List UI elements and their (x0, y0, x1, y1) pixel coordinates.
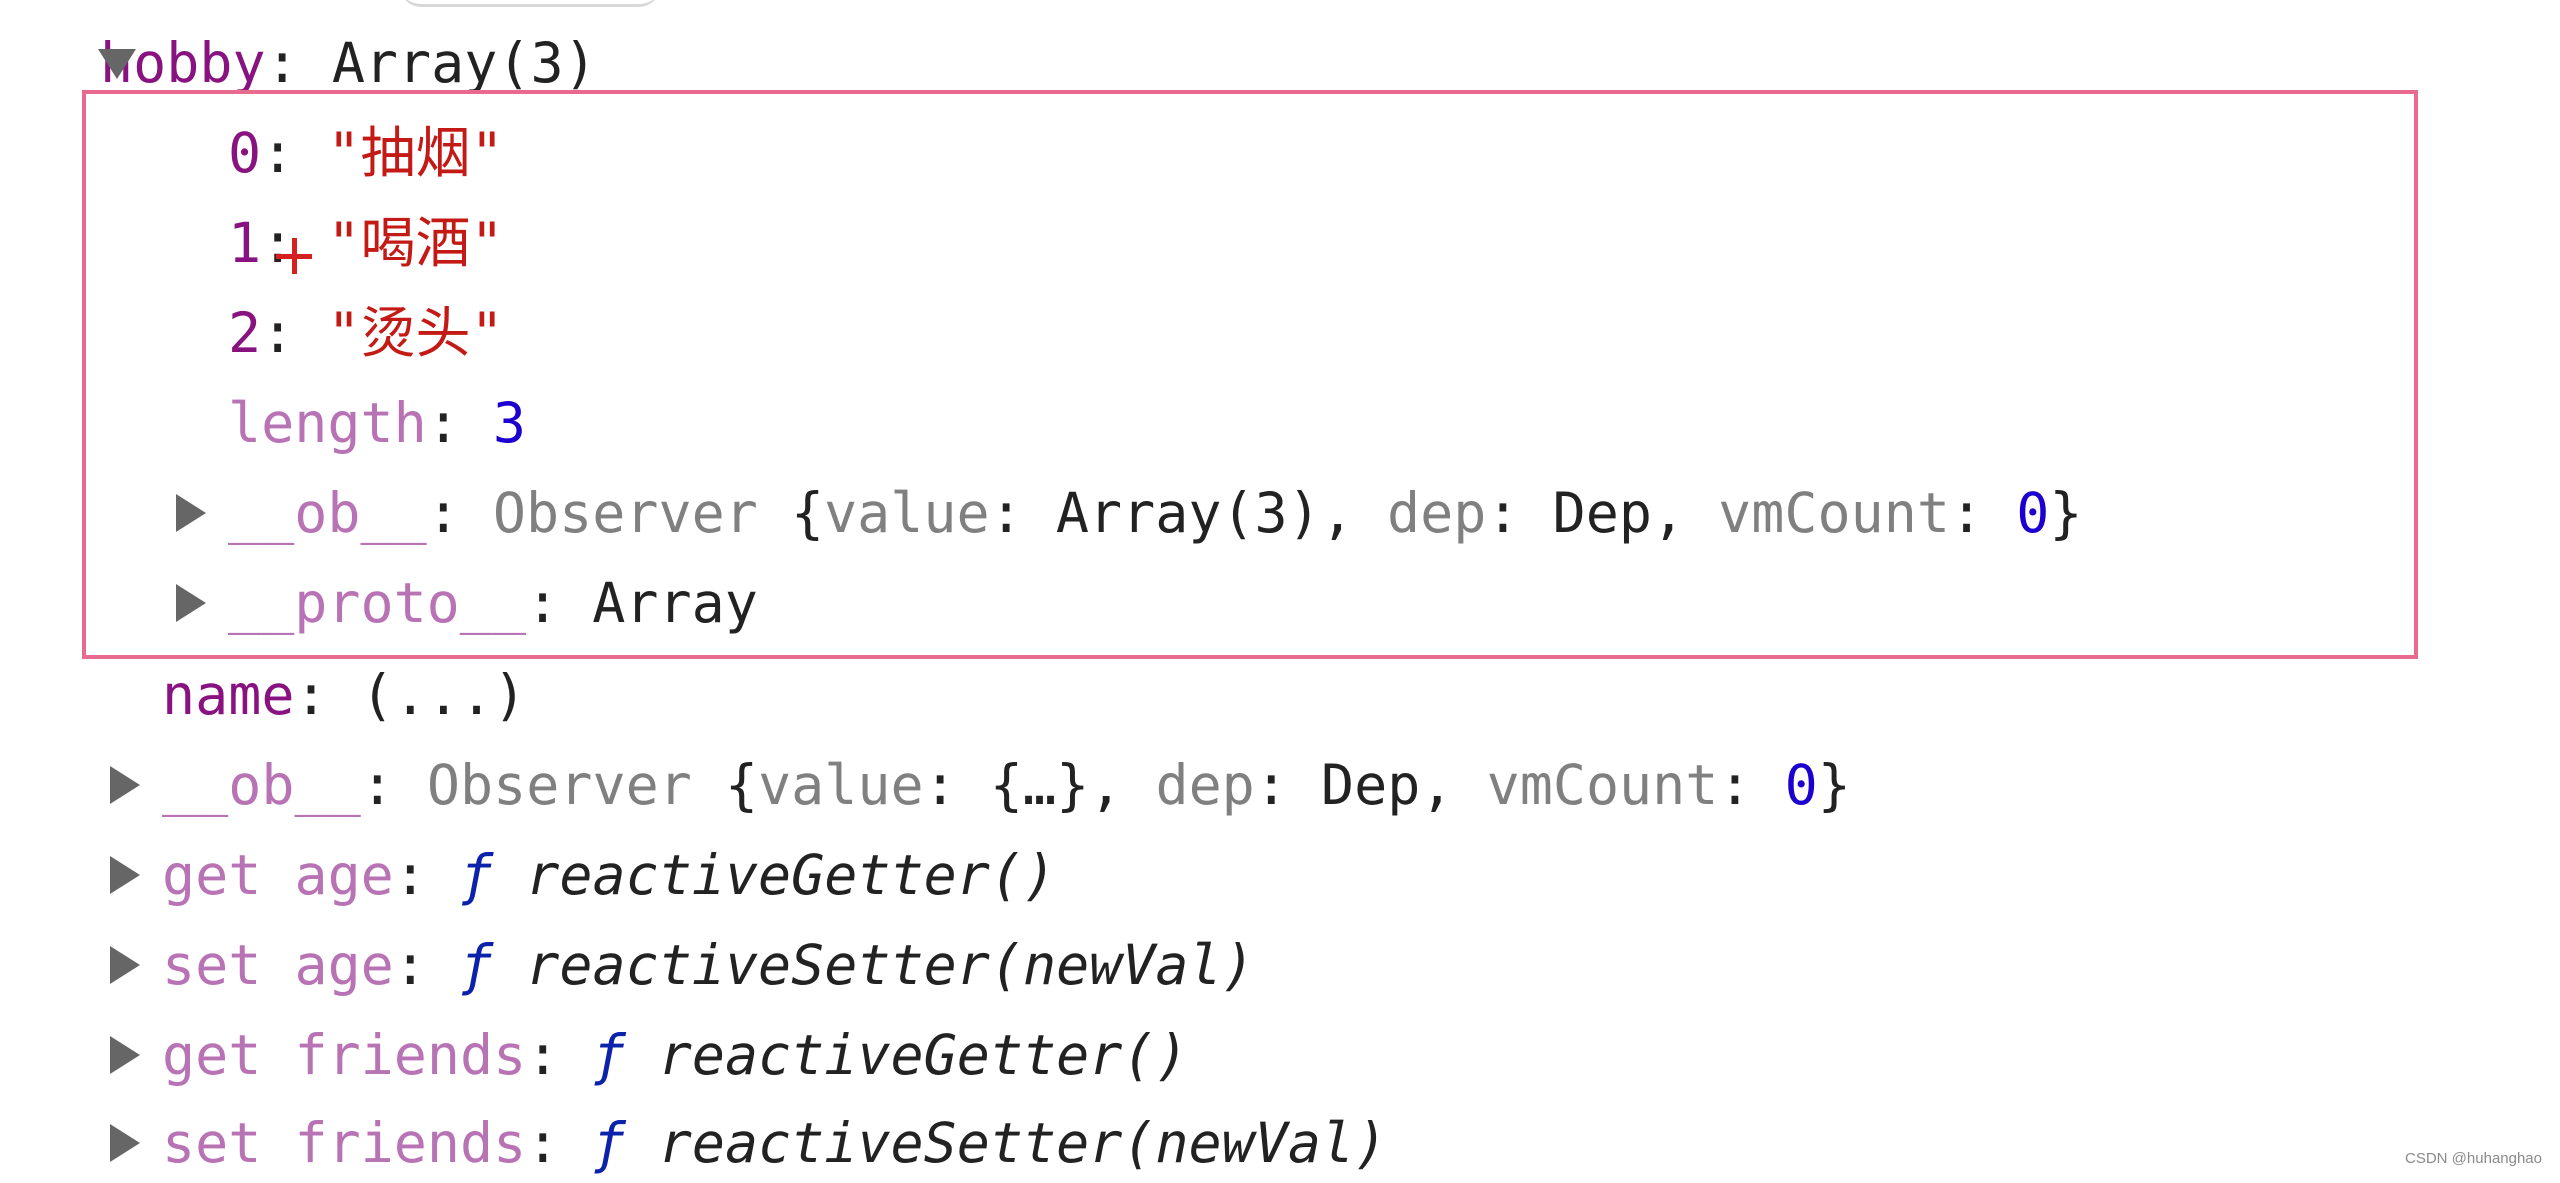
tree-node-setter[interactable]: set friends: ƒ reactiveSetter(newVal) (110, 1098, 1388, 1183)
collapsed-triangle-icon[interactable] (110, 856, 140, 894)
property-key: get age (162, 843, 394, 907)
property-key: name (162, 663, 295, 727)
function-icon: ƒ (592, 1023, 626, 1087)
property-value: Array (592, 571, 758, 635)
lazy-value[interactable]: (...) (360, 663, 527, 727)
tree-node-name[interactable]: name: (...) (162, 663, 527, 727)
property-key: set friends (162, 1111, 527, 1175)
property-key: __ob__ (162, 753, 361, 817)
string-value: "抽烟" (327, 121, 504, 185)
collapsed-triangle-icon[interactable] (110, 766, 140, 804)
function-icon: ƒ (592, 1111, 626, 1175)
tree-node-ob[interactable]: __ob__: Observer {value: {…}, dep: Dep, … (110, 740, 1851, 830)
function-signature: reactiveSetter(newVal) (625, 1111, 1388, 1175)
tree-node-setter[interactable]: set age: ƒ reactiveSetter(newVal) (110, 920, 1255, 1010)
object-type: Observer (492, 481, 758, 545)
property-value: Array(3) (331, 31, 597, 95)
property-key: set age (162, 933, 394, 997)
array-length[interactable]: length: 3 (228, 391, 527, 455)
property-key: __proto__ (228, 571, 527, 635)
function-icon: ƒ (460, 933, 494, 997)
tree-node-getter[interactable]: get age: ƒ reactiveGetter() (110, 830, 1057, 920)
tree-node-ob[interactable]: __ob__: Observer {value: Array(3), dep: … (176, 468, 2082, 558)
property-key: get friends (162, 1023, 527, 1087)
highlight-box (82, 90, 2418, 659)
collapsed-triangle-icon[interactable] (110, 1124, 140, 1162)
string-value: "烫头" (327, 301, 504, 365)
function-icon: ƒ (460, 843, 494, 907)
array-index: 2 (228, 301, 262, 365)
crosshair-cursor-icon (276, 238, 312, 274)
collapsed-triangle-icon[interactable] (176, 494, 206, 532)
collapsed-triangle-icon[interactable] (110, 946, 140, 984)
tree-node-hobby[interactable]: hobby: Array(3) (98, 31, 597, 95)
function-signature: reactiveSetter(newVal) (493, 933, 1255, 997)
function-signature: reactiveGetter() (493, 843, 1057, 907)
tree-node-proto[interactable]: __proto__: Array (176, 558, 758, 648)
array-index: 0 (228, 121, 262, 185)
array-index: 1 (228, 211, 262, 275)
property-key: __ob__ (228, 481, 427, 545)
clipped-previous-line (400, 0, 660, 7)
number-value: 3 (492, 391, 527, 455)
expanded-triangle-icon[interactable] (98, 49, 136, 79)
watermark: CSDN @huhanghao (2405, 1150, 2542, 1167)
collapsed-triangle-icon[interactable] (110, 1036, 140, 1074)
object-type: Observer (426, 753, 692, 817)
tree-node-getter[interactable]: get friends: ƒ reactiveGetter() (110, 1010, 1189, 1100)
array-item[interactable]: 2: "烫头" (228, 301, 504, 365)
array-item[interactable]: 1: "喝酒" (228, 211, 504, 275)
array-item[interactable]: 0: "抽烟" (228, 121, 504, 185)
string-value: "喝酒" (327, 211, 504, 275)
collapsed-triangle-icon[interactable] (176, 584, 206, 622)
property-key: length (228, 391, 427, 455)
function-signature: reactiveGetter() (625, 1023, 1189, 1087)
